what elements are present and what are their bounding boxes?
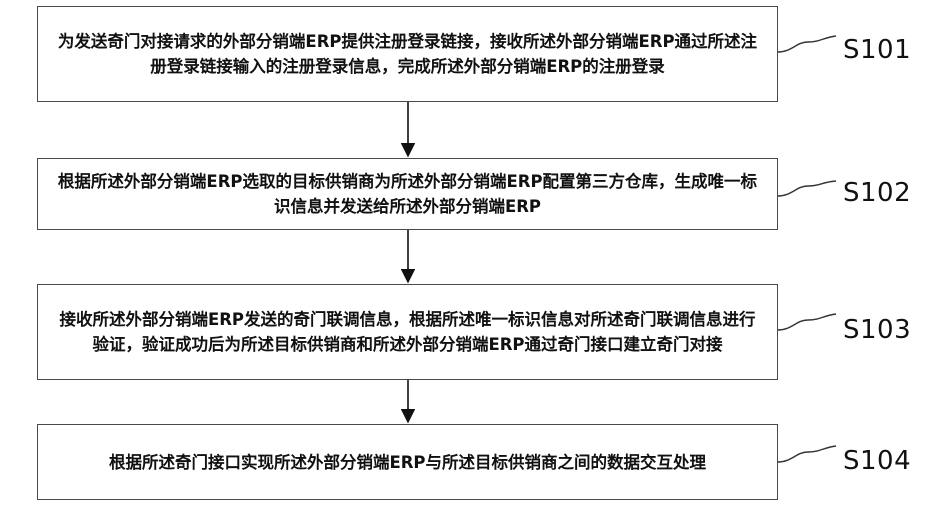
step-text-s102: 根据所述外部分销端ERP选取的目标供销商为所述外部分销端ERP配置第三方仓库，生… <box>52 169 763 219</box>
step-text-s104: 根据所述奇门接口实现所述外部分销端ERP与所述目标供销商之间的数据交互处理 <box>52 450 763 475</box>
step-box-s103: 接收所述外部分销端ERP发送的奇门联调信息，根据所述唯一标识信息对所述奇门联调信… <box>37 284 778 380</box>
step-text-s103: 接收所述外部分销端ERP发送的奇门联调信息，根据所述唯一标识信息对所述奇门联调信… <box>52 307 763 357</box>
leader-s103 <box>778 314 836 330</box>
leader-s101 <box>778 36 836 52</box>
step-box-s102: 根据所述外部分销端ERP选取的目标供销商为所述外部分销端ERP配置第三方仓库，生… <box>37 158 778 230</box>
step-box-s104: 根据所述奇门接口实现所述外部分销端ERP与所述目标供销商之间的数据交互处理 <box>37 424 778 500</box>
step-label-s103: S103 <box>843 315 911 345</box>
step-label-s101: S101 <box>843 35 911 65</box>
leader-s104 <box>778 446 836 462</box>
leader-s102 <box>778 181 836 196</box>
step-label-s102: S102 <box>843 178 911 208</box>
step-text-s101: 为发送奇门对接请求的外部分销端ERP提供注册登录链接，接收所述外部分销端ERP通… <box>52 29 763 79</box>
step-label-s104: S104 <box>843 446 911 476</box>
step-box-s101: 为发送奇门对接请求的外部分销端ERP提供注册登录链接，接收所述外部分销端ERP通… <box>37 6 778 102</box>
